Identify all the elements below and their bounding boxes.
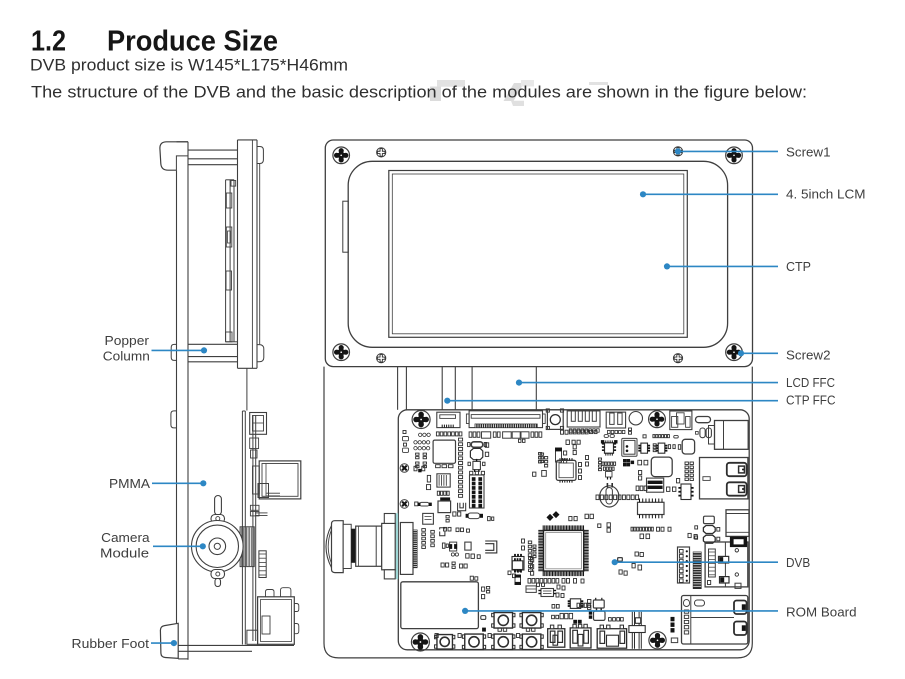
svg-text:DVB: DVB [786,555,810,570]
svg-text:Camera: Camera [101,530,150,545]
svg-text:1.2: 1.2 [31,26,66,58]
svg-text:DVB product size is W145*L175*: DVB product size is W145*L175*H46mm [30,57,348,75]
svg-text:CTP: CTP [786,259,811,274]
svg-text:Popper: Popper [105,333,150,348]
svg-text:Screw1: Screw1 [786,145,831,160]
svg-text:Produce Size: Produce Size [107,26,278,58]
svg-text:Rubber Foot: Rubber Foot [72,636,150,651]
svg-text:Module: Module [100,545,149,560]
svg-text:4. 5inch LCM: 4. 5inch LCM [786,186,866,201]
svg-text:The structure of the DVB and t: The structure of the DVB and the basic d… [31,83,807,101]
svg-text:Column: Column [103,348,150,363]
svg-text:LCD FFC: LCD FFC [786,375,835,390]
svg-text:CTP FFC: CTP FFC [786,392,836,407]
svg-text:ROM Board: ROM Board [786,605,857,620]
svg-text:Screw2: Screw2 [786,347,831,362]
svg-text:PMMA: PMMA [109,476,150,491]
